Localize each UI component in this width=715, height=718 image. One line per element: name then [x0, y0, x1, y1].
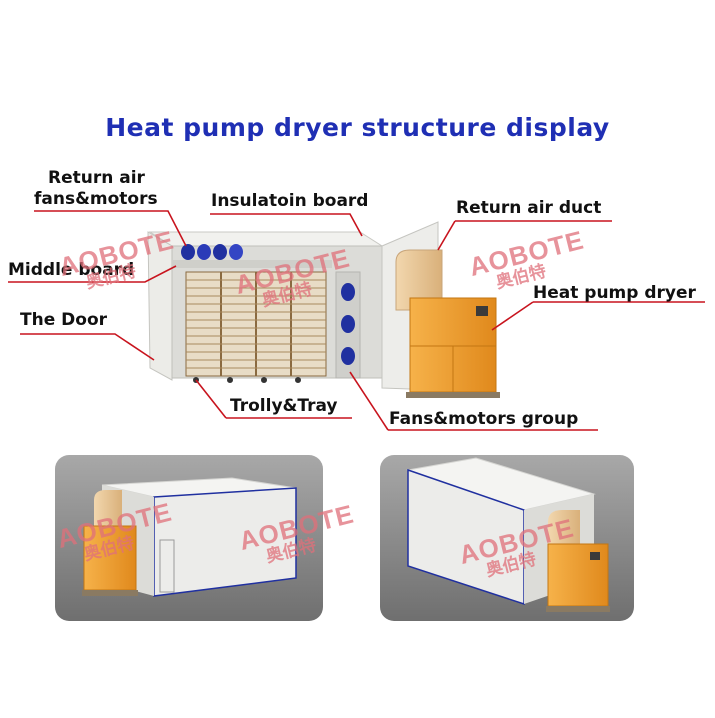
door-wall [147, 231, 173, 381]
label-return-air-fans-line1: Return air [48, 168, 145, 188]
label-heat-pump-dryer: Heat pump dryer [533, 283, 696, 303]
label-middle-board: Middle board [8, 260, 135, 280]
drying-room-cutaway [147, 221, 439, 391]
label-fans-motors-group: Fans&motors group [389, 409, 579, 429]
exterior-view-left [55, 455, 323, 621]
dryer-base-right [546, 606, 610, 612]
heat-pump-unit [395, 249, 500, 398]
label-return-air-duct: Return air duct [456, 198, 602, 218]
duct-left [94, 490, 122, 528]
dryer-control-panel [476, 306, 488, 316]
dryer-base-left [82, 590, 138, 596]
heat-pump-dryer-upper [409, 297, 497, 347]
label-the-door: The Door [20, 310, 108, 330]
page-title: Heat pump dryer structure display [105, 113, 610, 142]
exterior-view-right [380, 455, 634, 621]
dryer-panel-right [590, 552, 600, 560]
duct-right [548, 510, 580, 548]
middle-board [172, 260, 332, 268]
leader-lines [8, 210, 705, 431]
label-insulation-board: Insulatoin board [211, 191, 369, 211]
fans-motors-group [341, 283, 355, 365]
return-air-fans [181, 244, 243, 260]
dryer-base [406, 392, 500, 398]
door-outline [159, 539, 175, 593]
label-return-air-fans-line2: fans&motors [34, 189, 158, 209]
trolley-trays [185, 271, 327, 383]
label-trolly-tray: Trolly&Tray [230, 396, 338, 416]
